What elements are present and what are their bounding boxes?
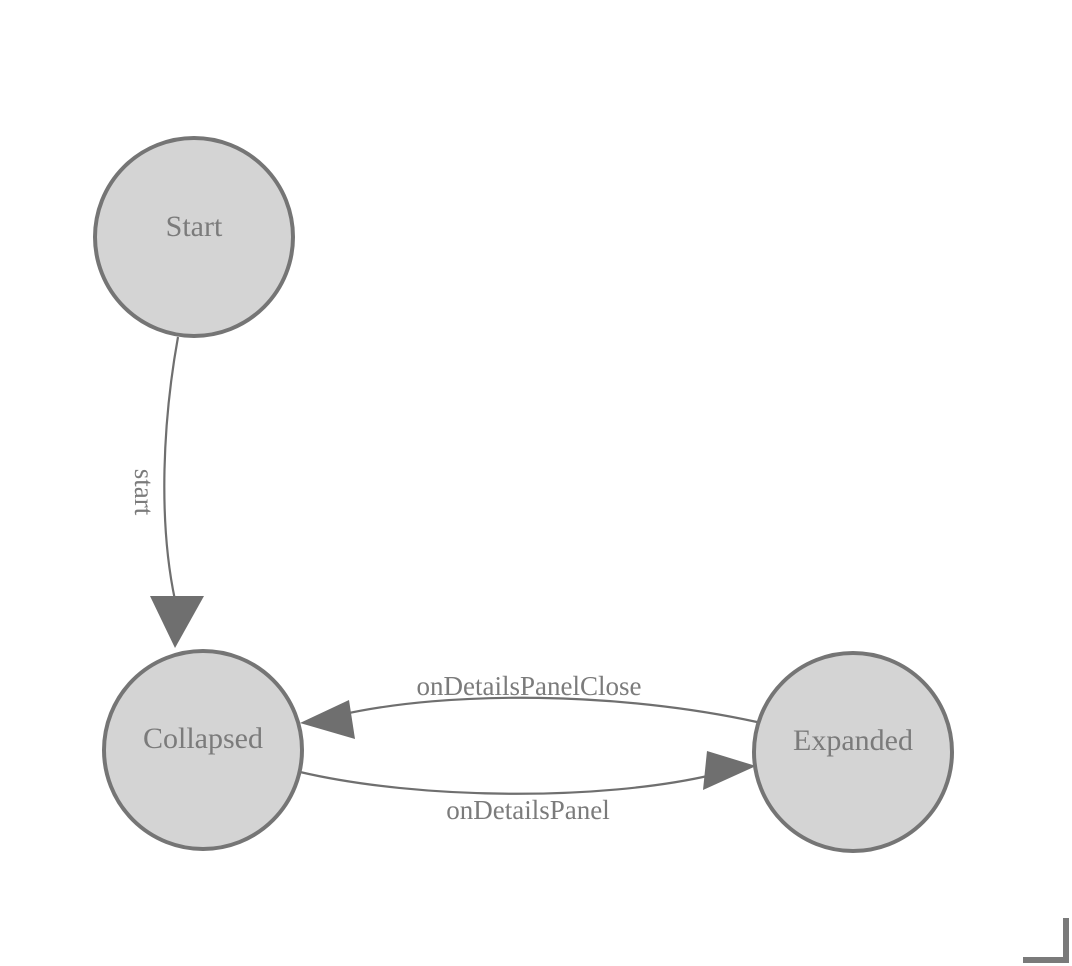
arrowhead-into-collapsed-left [300, 700, 355, 739]
edge-collapsed-to-expanded[interactable]: onDetailsPanel [299, 751, 756, 825]
resize-handle-icon[interactable] [1023, 918, 1069, 963]
node-start-label: Start [166, 210, 223, 243]
node-expanded[interactable]: Expanded [752, 651, 954, 853]
edge-label-start: start [129, 469, 159, 516]
edge-path-collapsed-to-expanded [299, 770, 713, 795]
node-collapsed[interactable]: Collapsed [102, 649, 304, 851]
edge-path-start-to-collapsed [163, 336, 180, 601]
node-collapsed-circle [102, 649, 304, 851]
node-expanded-circle [752, 651, 954, 853]
edge-path-expanded-to-collapsed [339, 696, 758, 724]
edge-expanded-to-collapsed[interactable]: onDetailsPanelClose [300, 671, 758, 739]
node-start-circle [93, 136, 295, 338]
node-expanded-label: Expanded [793, 724, 913, 757]
arrowhead-into-collapsed-top [150, 596, 204, 648]
node-collapsed-label: Collapsed [143, 722, 263, 755]
edge-label-on-details-panel-close: onDetailsPanelClose [417, 671, 642, 701]
node-start[interactable]: Start [93, 136, 295, 338]
edge-label-on-details-panel: onDetailsPanel [446, 795, 609, 825]
arrowhead-into-expanded-right [703, 751, 756, 790]
edge-start-to-collapsed[interactable]: start [129, 336, 204, 648]
